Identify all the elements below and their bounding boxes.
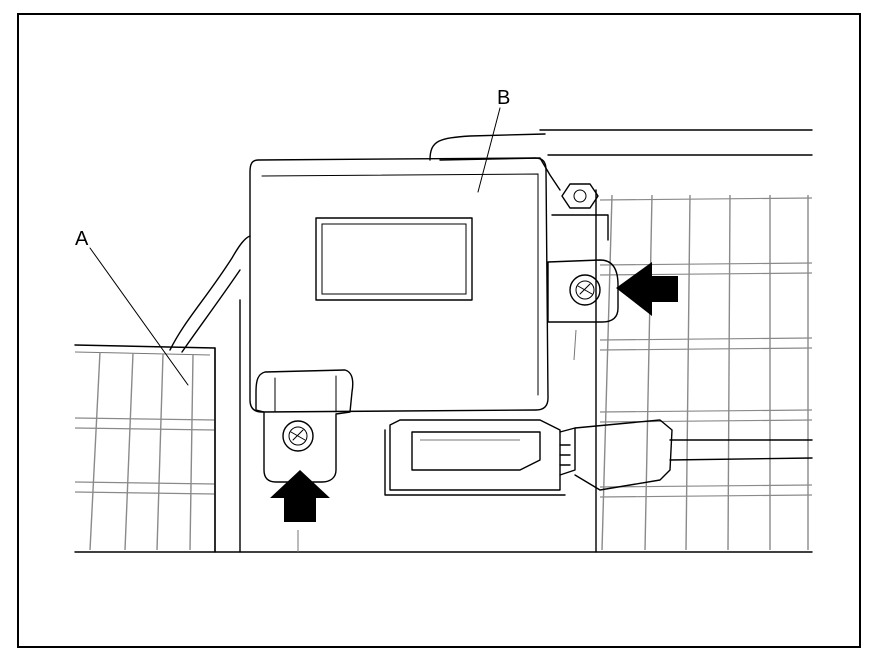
left-grid-panel (74, 344, 216, 553)
duct-housing (169, 235, 251, 351)
connector (384, 419, 813, 496)
callout-label-b: B (497, 87, 510, 109)
arrow-bottom-bracket (270, 470, 330, 522)
callout-label-a: A (75, 228, 89, 250)
diagram-border (17, 13, 861, 648)
rear-bolt (551, 183, 609, 241)
right-grid-panel (429, 129, 813, 553)
bottom-mounting-bracket (255, 369, 354, 552)
module-label-window (315, 217, 473, 301)
leader-line-a (89, 247, 189, 386)
right-mounting-bracket (547, 259, 619, 361)
arrow-right-bracket (616, 262, 678, 316)
leader-line-b (477, 107, 501, 193)
control-module (249, 157, 549, 413)
